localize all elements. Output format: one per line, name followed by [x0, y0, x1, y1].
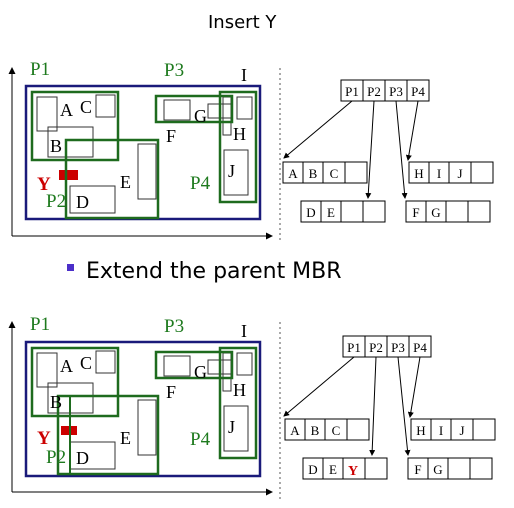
- root-entry-p2: P2: [367, 84, 381, 99]
- object-label-f: F: [166, 382, 176, 402]
- leaf-p1-entry: A: [290, 423, 300, 438]
- object-rect-c: [95, 350, 116, 374]
- leaf-p4-entry: H: [416, 423, 425, 438]
- mbr-p4: [218, 90, 258, 204]
- object-label-b: B: [50, 392, 62, 412]
- object-label-e: E: [120, 428, 131, 448]
- object-rect-i: [236, 96, 253, 120]
- root-entry-p2: P2: [369, 340, 383, 355]
- object-rect-c: [95, 94, 116, 118]
- root-entry-p3: P3: [389, 84, 403, 99]
- leaf-p1-entry: B: [311, 423, 320, 438]
- leaf-p2-entry: D: [306, 205, 315, 220]
- mbr-p3: [154, 94, 234, 124]
- object-rect-j: [223, 405, 249, 452]
- object-rect-a: [36, 96, 58, 132]
- root-entry-p4: P4: [413, 340, 427, 355]
- object-label-b: B: [50, 136, 62, 156]
- object-label-c: C: [80, 353, 92, 373]
- mbr-p3: [154, 350, 234, 380]
- leaf-p4-entry: J: [459, 423, 464, 438]
- object-label-j: J: [228, 417, 235, 437]
- object-rect-i: [236, 352, 253, 376]
- object-label-d: D: [76, 448, 89, 468]
- object-rect-h: [222, 352, 232, 392]
- region-label-p3: P3: [164, 60, 184, 81]
- object-rect-e: [137, 143, 157, 200]
- leaf-p1-entry: C: [332, 423, 341, 438]
- object-label-d: D: [76, 192, 89, 212]
- region-label-p2: P2: [46, 191, 66, 212]
- object-rect-f: [163, 355, 191, 377]
- bullet-text: Extend the parent MBR: [86, 259, 342, 284]
- object-rect-a: [36, 352, 58, 388]
- leaf-p1-entry: C: [330, 166, 339, 181]
- region-label-p1: P1: [30, 314, 50, 335]
- leaf-p4-entry: J: [457, 166, 462, 181]
- root-entry-p3: P3: [391, 340, 405, 355]
- object-label-i: I: [241, 321, 247, 341]
- object-label-j: J: [228, 161, 235, 181]
- object-rect-f: [163, 99, 191, 121]
- object-label-y: Y: [37, 428, 51, 449]
- region-label-p4: P4: [190, 173, 211, 194]
- mbr-p4: [218, 346, 258, 460]
- object-rect-j: [223, 149, 249, 196]
- object-rect-d: [69, 185, 116, 214]
- object-label-a: A: [60, 100, 73, 120]
- leaf-p2-entry: E: [327, 205, 335, 220]
- panel-after: P1 P3 P2 P4 A C B D E F G H I J Y P1 P2 …: [8, 314, 496, 500]
- leaf-p3-entry: F: [414, 462, 421, 477]
- mbr-p2: [64, 138, 160, 220]
- panel-before: P1 P3 P2 P4 A C B D E F G H I J Y P1 P2 …: [8, 59, 494, 240]
- object-label-c: C: [80, 97, 92, 117]
- object-label-a: A: [60, 356, 73, 376]
- region-label-p2: P2: [46, 447, 66, 468]
- mbr-p1: [30, 90, 120, 162]
- object-label-e: E: [120, 172, 131, 192]
- object-rect-h: [222, 96, 232, 136]
- root-entry-p4: P4: [411, 84, 425, 99]
- leaf-p4-entry: I: [439, 423, 443, 438]
- mbr-p2-extension: [57, 395, 71, 475]
- object-label-g: G: [194, 106, 207, 126]
- object-label-y: Y: [37, 174, 51, 195]
- leaf-p2-entry-new: Y: [348, 464, 358, 479]
- leaf-p1-entry: B: [309, 166, 318, 181]
- leaf-p4-entry: H: [414, 166, 423, 181]
- object-rect-e: [137, 399, 157, 456]
- bullet-square: [67, 264, 74, 271]
- object-label-g: G: [194, 362, 207, 382]
- object-label-h: H: [233, 380, 246, 400]
- leaf-p2-entry: E: [329, 462, 337, 477]
- region-label-p3: P3: [164, 316, 184, 337]
- object-label-f: F: [166, 126, 176, 146]
- leaf-p1-entry: A: [288, 166, 298, 181]
- leaf-p2-entry: D: [308, 462, 317, 477]
- page-border: [24, 340, 262, 478]
- rtree-after: P1 P2 P3 P4 A B C H I J: [283, 335, 496, 480]
- root-entry-p1: P1: [347, 340, 361, 355]
- heading-insert-y: Insert Y: [208, 12, 277, 33]
- object-rect-y: [59, 170, 78, 180]
- root-entry-p1: P1: [345, 84, 359, 99]
- leaf-p3-entry: G: [433, 462, 442, 477]
- object-label-h: H: [233, 124, 246, 144]
- leaf-p4-entry: I: [437, 166, 441, 181]
- region-label-p1: P1: [30, 59, 50, 80]
- leaf-p3-entry: F: [412, 205, 419, 220]
- rtree-before: P1 P2 P3 P4 A B C H I J: [282, 79, 494, 223]
- object-label-i: I: [241, 65, 247, 85]
- leaf-p3-entry: G: [431, 205, 440, 220]
- object-rect-b: [47, 126, 94, 158]
- region-label-p4: P4: [190, 429, 211, 450]
- mbr-p1: [30, 346, 120, 418]
